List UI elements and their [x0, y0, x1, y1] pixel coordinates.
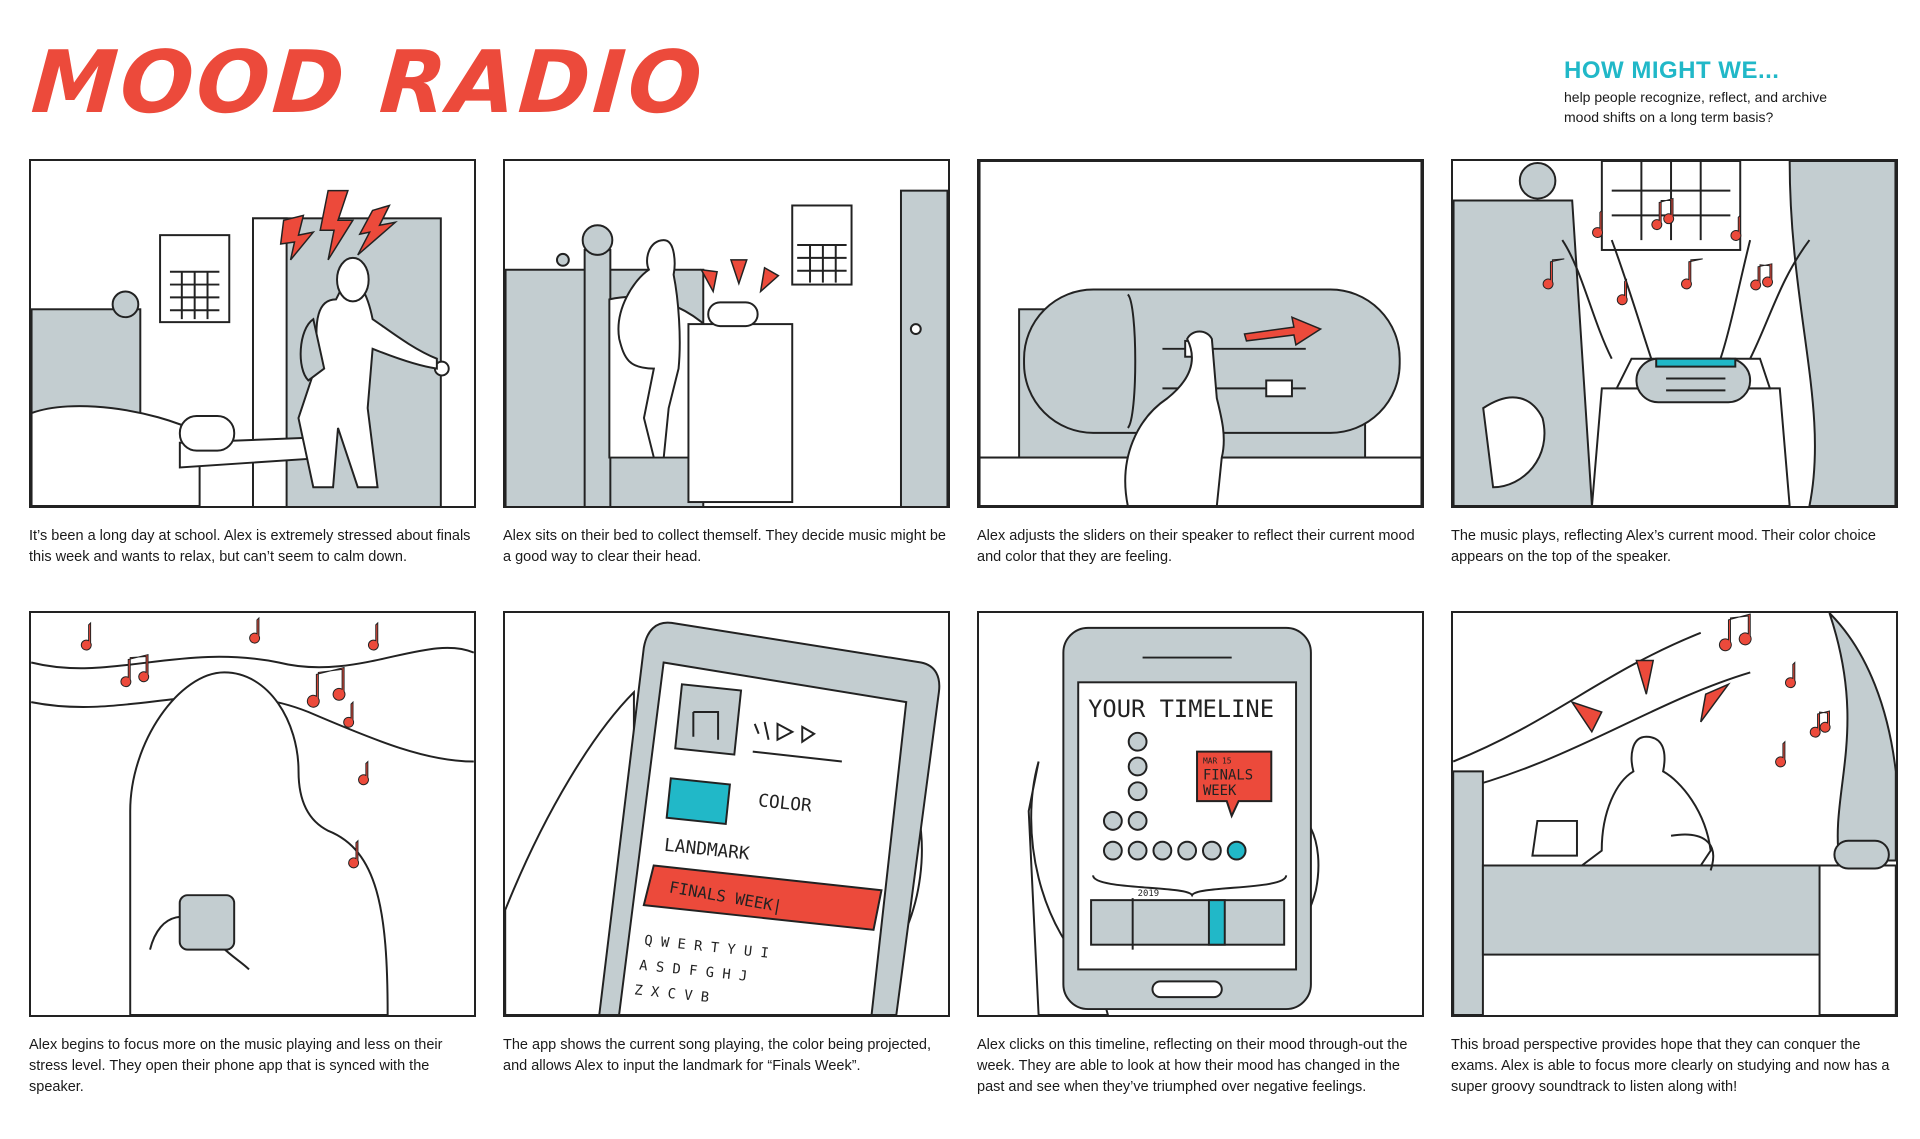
- storyboard-panel-3: [977, 159, 1424, 508]
- music-wave-2: [31, 695, 474, 763]
- how-might-we-block: HOW MIGHT WE... help people recognize, r…: [1564, 57, 1904, 128]
- slide-arrow: [1243, 315, 1323, 347]
- music-wave-1: [31, 646, 474, 670]
- music-notes: [1718, 613, 1831, 768]
- speaker-edge: [1126, 293, 1137, 429]
- panel-6-illustration: COLOR LANDMARK FINALS WEEK| Q W E R T Y …: [505, 621, 941, 1015]
- panel-3-caption: Alex adjusts the sliders on their speake…: [977, 528, 1415, 566]
- panel-2-caption: Alex sits on their bed to collect themse…: [503, 528, 947, 566]
- bed: [1481, 864, 1861, 956]
- phone-home-button: [1151, 980, 1223, 999]
- hope-marks: [1570, 659, 1731, 734]
- hand-left: [505, 689, 635, 1015]
- panel-1-caption: It’s been a long day at school. Alex is …: [29, 528, 471, 566]
- nightstand: [1590, 387, 1791, 506]
- how-might-we-heading: HOW MIGHT WE...: [1564, 57, 1780, 84]
- storyboard-panel-1: [29, 159, 476, 508]
- panel-2-illustration: [505, 189, 948, 506]
- nightstand: [687, 323, 794, 504]
- panel-7-caption: Alex clicks on this timeline, reflecting…: [977, 1037, 1408, 1096]
- music-notes: [1542, 197, 1773, 306]
- panel-4-caption: The music plays, reflecting Alex’s curre…: [1451, 528, 1876, 566]
- panel-8-illustration: [1453, 613, 1896, 1015]
- bed: [31, 405, 201, 506]
- alex-figure: [617, 239, 681, 459]
- pillow: [1482, 396, 1546, 489]
- storyboard-panel-5: [29, 611, 476, 1017]
- storyboard-panel-4: [1451, 159, 1898, 508]
- album-art: [674, 683, 743, 756]
- speaker-device: [178, 415, 236, 452]
- wall: [1788, 161, 1896, 506]
- backpack: [299, 317, 326, 382]
- storyboard-panel-6: COLOR LANDMARK FINALS WEEK| Q W E R T Y …: [503, 611, 950, 1017]
- alex-figure: [1578, 735, 1712, 867]
- storyboard-panel-2: [503, 159, 950, 508]
- panel-4-illustration: [1453, 161, 1896, 506]
- alert-marks: [699, 259, 780, 294]
- storyboard-panel-7: YOUR TIMELINE MAR 15 FINALS WEEK 2019: [977, 611, 1424, 1017]
- curtain: [1828, 613, 1896, 862]
- laptop: [1531, 819, 1578, 857]
- storyboard-panel-8: [1451, 611, 1898, 1017]
- bed-post-left: [1453, 770, 1484, 1015]
- nightstand: [1818, 864, 1896, 1015]
- bubble-line-1: FINALS: [1203, 767, 1253, 783]
- mood-dots: [1102, 731, 1247, 861]
- panel-3-illustration: [979, 161, 1422, 506]
- music-wave: [1453, 631, 1751, 793]
- landmark-input: [642, 864, 883, 931]
- panel-8-caption: This broad perspective provides hope tha…: [1451, 1037, 1890, 1096]
- timeline-brace: [1092, 874, 1288, 898]
- hand: [1124, 330, 1225, 506]
- panel-1-illustration: [31, 189, 450, 506]
- bubble-date: MAR 15: [1203, 757, 1232, 766]
- music-note-icon: [692, 711, 720, 740]
- music-notes: [80, 616, 379, 869]
- how-might-we-text: help people recognize, reflect, and arch…: [1564, 89, 1828, 125]
- playback-controls-icon: [753, 721, 816, 744]
- door: [899, 189, 948, 506]
- bubble-line-2: WEEK: [1203, 783, 1237, 799]
- speaker-device: [1833, 839, 1890, 870]
- speaker-color-strip: [1655, 357, 1737, 368]
- legs: [1670, 833, 1715, 871]
- page-title: MOOD RADIO: [28, 33, 708, 133]
- stress-bolts: [279, 189, 398, 261]
- timeline-bar: [1090, 899, 1286, 946]
- timeline-year: 2019: [1138, 889, 1159, 899]
- panel-5-caption: Alex begins to focus more on the music p…: [29, 1037, 443, 1096]
- timeline-marker: [1207, 899, 1226, 946]
- landmark-bubble: [1196, 750, 1273, 819]
- panel-6-caption: The app shows the current song playing, …: [503, 1037, 932, 1075]
- panel-5-illustration: [31, 616, 474, 1015]
- slider-knob-2: [1265, 379, 1293, 398]
- progress-bar: [752, 750, 842, 763]
- phone: [178, 894, 236, 951]
- panel-7-illustration: YOUR TIMELINE MAR 15 FINALS WEEK 2019: [1027, 626, 1320, 1015]
- color-swatch: [665, 777, 731, 826]
- speaker-device: [707, 301, 759, 328]
- keyboard-row-3[interactable]: Z X C V B: [634, 982, 710, 1006]
- timeline-heading: YOUR TIMELINE: [1088, 695, 1274, 723]
